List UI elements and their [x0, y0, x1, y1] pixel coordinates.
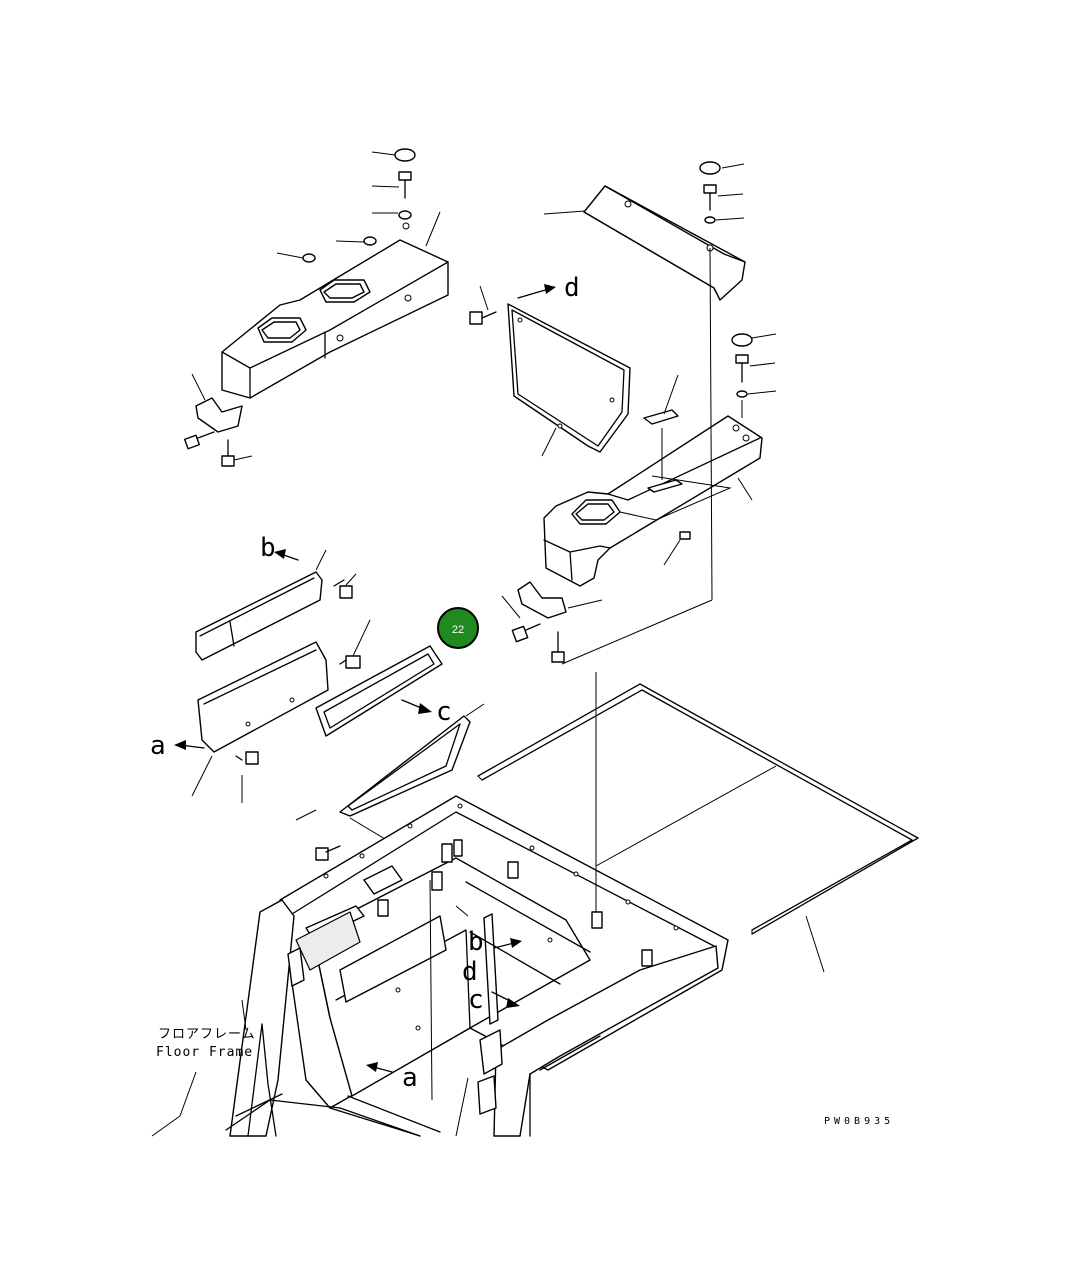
part-number-badge-icon[interactable]: 22	[437, 607, 479, 649]
floor-frame-caption: フロアフレーム Floor Frame	[151, 999, 256, 1137]
view-label-b-lower: b	[468, 927, 484, 957]
floor-frame-label-english: Floor Frame	[156, 1045, 253, 1060]
center-gasket-assembly: c 22	[295, 607, 485, 861]
floor-frame-label-japanese: フロアフレーム	[158, 1027, 256, 1042]
left-panels: b a	[150, 533, 357, 803]
view-label-a-lower: a	[402, 1063, 418, 1093]
view-label-d-upper: d	[564, 273, 580, 303]
right-console-assembly	[501, 247, 777, 665]
view-label-a-upper: a	[150, 731, 166, 761]
view-label-c-lower: c	[468, 985, 484, 1015]
floor-mat	[477, 683, 919, 973]
left-console-assembly	[183, 148, 449, 467]
view-label-b-upper: b	[260, 533, 276, 563]
view-label-d-lower: d	[462, 957, 478, 987]
center-side-panel: d	[469, 273, 631, 457]
right-top-cover	[543, 161, 746, 301]
part-number-text: 22	[452, 624, 464, 636]
drawing-code: PW0B935	[824, 1116, 894, 1127]
floor-frame: b d c a	[225, 672, 729, 1137]
view-label-c-upper: c	[436, 697, 452, 727]
